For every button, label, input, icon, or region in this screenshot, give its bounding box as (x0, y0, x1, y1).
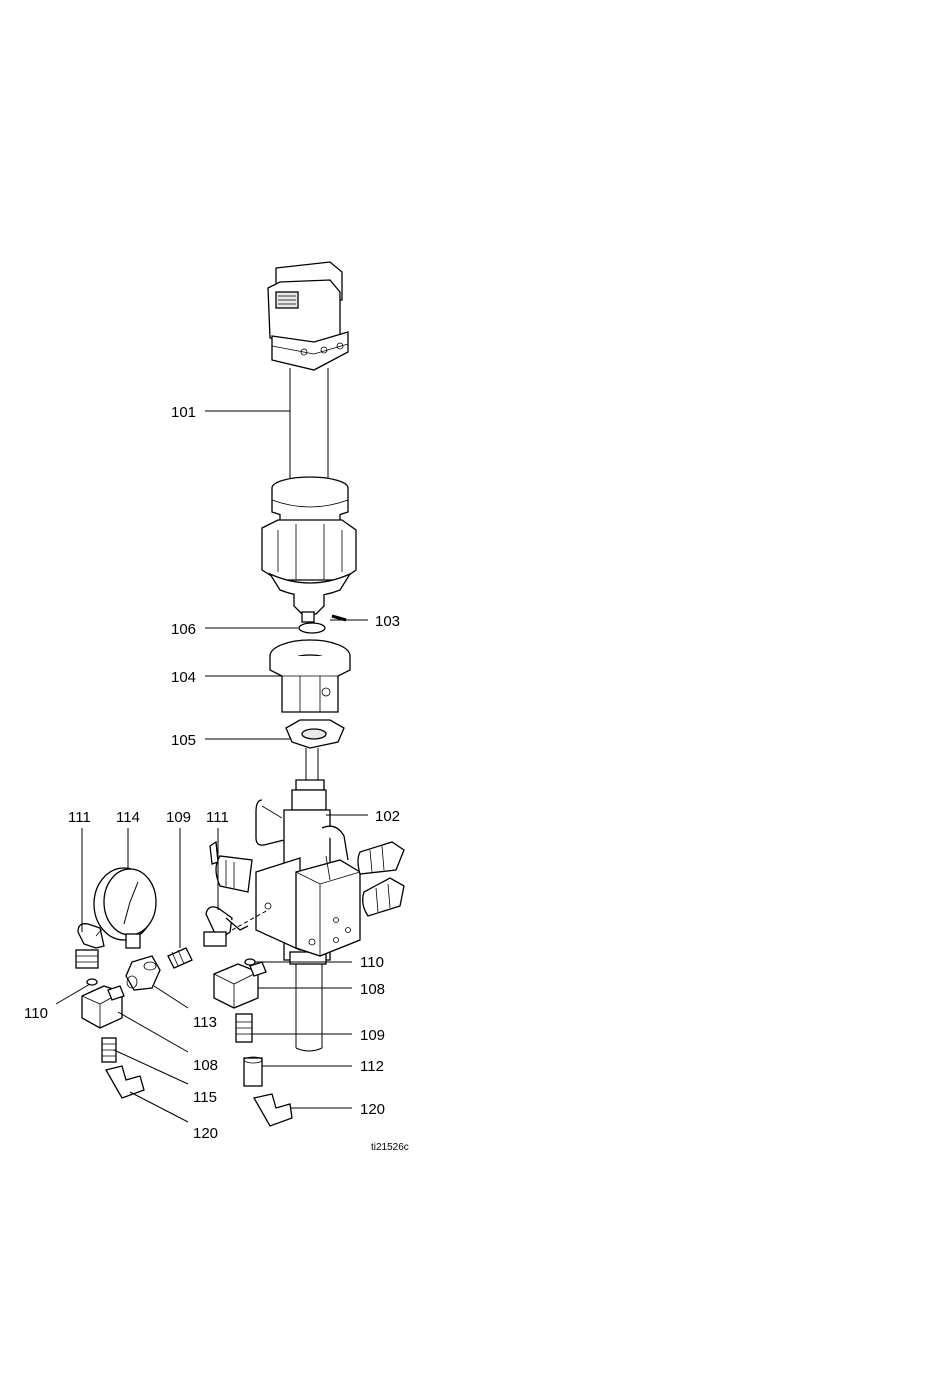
elbow-part-left (106, 1066, 144, 1098)
callout-120-right: 120 (360, 1101, 385, 1118)
callout-103: 103 (375, 613, 400, 630)
callout-101: 101 (171, 404, 196, 421)
block-part-left (82, 986, 124, 1028)
callout-112: 112 (360, 1058, 384, 1075)
nipple-part-lower (236, 1014, 252, 1042)
nipple-part-left (102, 1038, 116, 1062)
tee-part (126, 956, 160, 990)
callout-108-right: 108 (360, 981, 385, 998)
callout-114: 114 (116, 809, 140, 826)
mid-valve-part (204, 907, 248, 946)
callout-110-right: 110 (360, 954, 384, 971)
small-o-ring-right (245, 959, 255, 965)
callout-108-left: 108 (193, 1057, 218, 1074)
small-o-ring-left (87, 979, 97, 985)
figure-id: ti21526c (371, 1142, 409, 1153)
callout-111-left: 111 (68, 809, 91, 826)
callout-106: 106 (171, 621, 196, 638)
callout-109-upper: 109 (166, 809, 191, 826)
callout-105: 105 (171, 732, 196, 749)
elbow-part-right (254, 1094, 292, 1126)
callout-102: 102 (375, 808, 400, 825)
block-part-right (214, 962, 266, 1008)
motor-head (268, 262, 348, 370)
nut-part (286, 720, 344, 748)
callout-120-left: 120 (193, 1125, 218, 1142)
callout-113: 113 (193, 1014, 217, 1031)
callout-104: 104 (171, 669, 196, 686)
coupling-assembly (262, 477, 356, 622)
gauge-part (94, 868, 156, 948)
pin-part (332, 616, 346, 620)
callout-111-right: 111 (206, 809, 229, 826)
upper-tube (290, 368, 328, 478)
callout-110-left: 110 (24, 1005, 48, 1022)
callout-109-lower: 109 (360, 1027, 385, 1044)
coupling-part (244, 1057, 262, 1086)
callout-115: 115 (193, 1089, 217, 1106)
nipple-part-upper (168, 948, 192, 968)
o-ring-part (299, 623, 325, 633)
